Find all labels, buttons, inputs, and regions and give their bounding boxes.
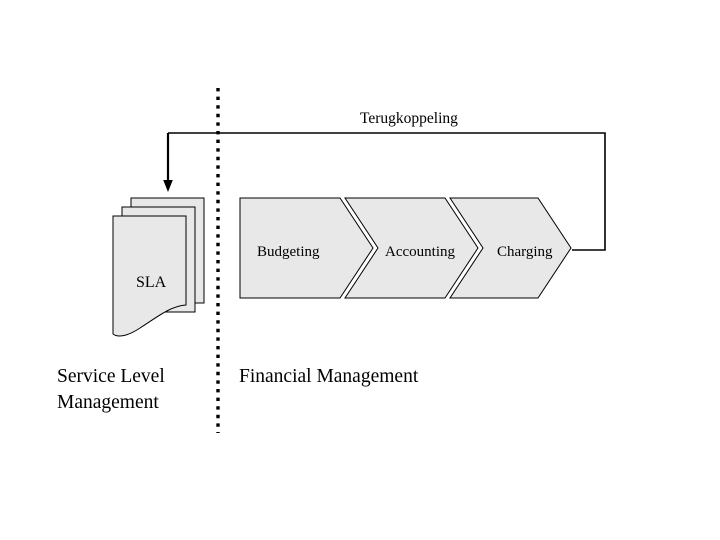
lane-label-fm-line1: Financial Management	[239, 366, 419, 387]
process-shape-accounting	[344, 197, 479, 299]
feedback-arrow-head-icon	[163, 180, 173, 192]
lane-label-slm-line1: Service Level	[57, 366, 165, 387]
process-label-accounting: Accounting	[385, 244, 455, 260]
sla-document-label: SLA	[136, 274, 167, 291]
process-shape-budgeting	[239, 197, 374, 299]
process-label-budgeting: Budgeting	[257, 244, 320, 260]
feedback-loop-path	[168, 132, 606, 251]
process-shape-charging	[449, 197, 572, 299]
lane-label-slm-line2: Management	[57, 392, 159, 413]
sla-document-stack: SLA	[112, 197, 205, 337]
sla-document-sheet-front	[112, 215, 187, 337]
financial-process-chain: Budgeting Accounting Charging	[239, 197, 572, 299]
process-label-charging: Charging	[497, 244, 553, 260]
lane-caption-service-level-management: Service Level Management	[57, 366, 165, 413]
feedback-loop	[163, 132, 606, 251]
lane-caption-financial-management: Financial Management	[239, 366, 419, 387]
feedback-label: Terugkoppeling	[360, 110, 458, 127]
